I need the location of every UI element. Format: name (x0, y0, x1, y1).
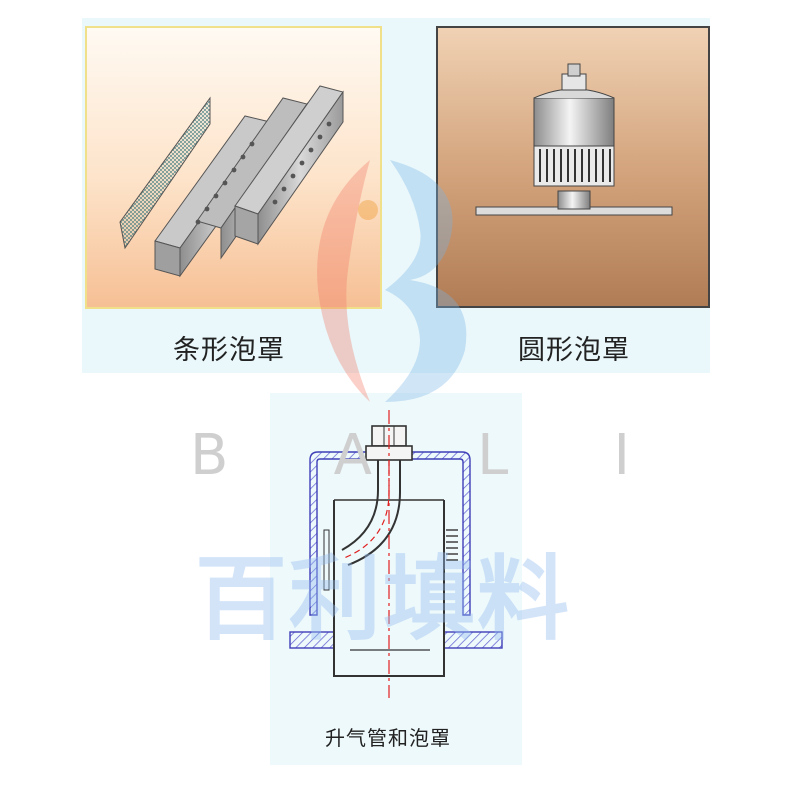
bali-logo-watermark (317, 160, 467, 402)
watermark-letters: B A L I (190, 420, 630, 490)
watermark-letter: L (477, 422, 509, 488)
strip-cap-figure (85, 26, 382, 309)
watermark-letter: A (333, 422, 372, 488)
riser-cap-figure (289, 410, 503, 698)
riser-cap-caption: 升气管和泡罩 (325, 726, 451, 750)
strip-cap-caption: 条形泡罩 (173, 335, 285, 366)
watermark-letter: B (190, 422, 229, 488)
round-cap-figure (436, 26, 710, 308)
watermark-letter: I (613, 422, 630, 488)
watermark-chinese: 百利填料 (195, 546, 572, 653)
round-cap-caption: 圆形泡罩 (518, 335, 630, 366)
